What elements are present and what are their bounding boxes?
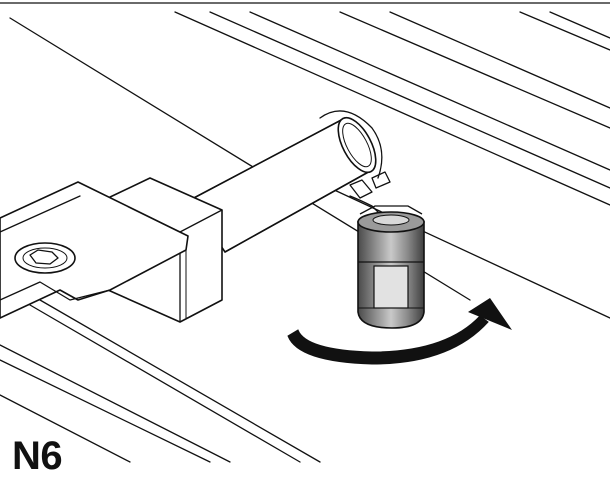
quick-connect-fitting: [357, 205, 425, 329]
lower-rails: [0, 299, 321, 463]
mounting-plate: [0, 181, 189, 319]
curved-arrow-icon: [287, 298, 512, 365]
clamp-ring: [319, 110, 391, 215]
step-number: N6: [12, 434, 63, 478]
tube: [189, 116, 377, 253]
frame-rails: [9, 11, 610, 319]
